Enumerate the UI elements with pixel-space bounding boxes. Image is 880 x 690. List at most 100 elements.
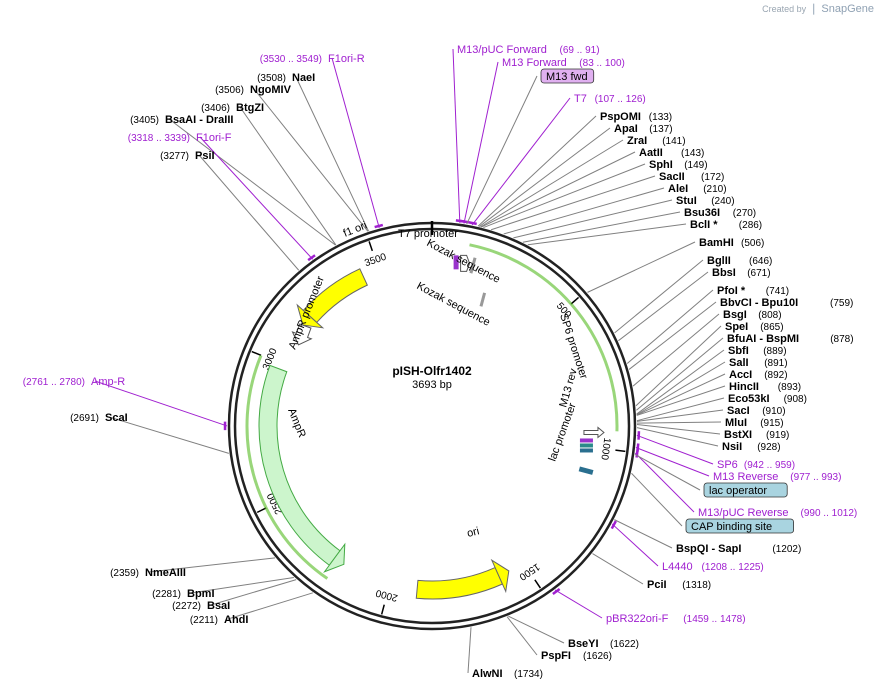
label-connector xyxy=(481,151,636,228)
primer-label[interactable]: pBR322ori-F(1459 .. 1478) xyxy=(606,613,746,625)
site-name: M13 Forward xyxy=(502,57,567,69)
primer-label[interactable]: L4440(1208 .. 1225) xyxy=(662,561,764,573)
primer-label[interactable]: F1ori-R(3530 .. 3549) xyxy=(260,53,365,65)
enzyme-label[interactable]: BglII(646) xyxy=(707,255,772,267)
enzyme-label[interactable]: NaeI(3508) xyxy=(257,72,315,84)
label-connector xyxy=(635,447,710,477)
site-name: BsaI xyxy=(207,600,230,612)
site-position: (3506) xyxy=(215,85,244,96)
site-name: SbfI xyxy=(728,345,749,357)
enzyme-label[interactable]: SpeI(865) xyxy=(725,321,784,333)
site-name: AatII xyxy=(639,147,663,159)
label-connector xyxy=(148,557,276,573)
enzyme-label[interactable]: BclI *(286) xyxy=(690,219,762,231)
site-name: BbsI xyxy=(712,267,736,279)
site-name: F1ori-R xyxy=(328,53,365,65)
primer-label[interactable]: M13 Forward (83 .. 100) xyxy=(502,57,625,69)
label-connector xyxy=(636,349,725,415)
enzyme-label[interactable]: SalI(891) xyxy=(729,357,788,369)
snapgene-name: SnapGene xyxy=(821,2,874,15)
label-connector xyxy=(522,211,681,243)
enzyme-label[interactable]: SacII(172) xyxy=(659,171,724,183)
enzyme-label[interactable]: NmeAIII(2359) xyxy=(110,567,186,579)
site-position: (2272) xyxy=(172,601,201,612)
site-name: pBR322ori-F xyxy=(606,613,669,625)
enzyme-label[interactable]: SphI(149) xyxy=(649,159,708,171)
enzyme-label[interactable]: MluI(915) xyxy=(725,417,784,429)
enzyme-label[interactable]: NsiI(928) xyxy=(722,441,781,453)
enzyme-label[interactable]: HincII(893) xyxy=(729,381,801,393)
enzyme-label[interactable]: SbfI(889) xyxy=(728,345,787,357)
enzyme-label[interactable]: BsaI (2272) xyxy=(172,600,230,612)
site-name: BtgZI xyxy=(236,102,264,114)
enzyme-label[interactable]: AlwNI(1734) xyxy=(472,668,543,680)
feature-box-label[interactable]: CAP binding site xyxy=(685,518,794,534)
enzyme-label[interactable]: AccI(892) xyxy=(729,369,788,381)
site-name: T7 xyxy=(574,93,587,105)
enzyme-label[interactable]: BsaAI - DraIII(3405) xyxy=(130,114,233,126)
feature-box-text: CAP binding site xyxy=(691,521,772,533)
site-position: (172) xyxy=(701,172,724,183)
site-name: M13/pUC Reverse xyxy=(698,507,788,519)
label-connector xyxy=(631,472,683,527)
enzyme-label[interactable]: ScaI(2691) xyxy=(70,412,128,424)
primer-label[interactable]: F1ori-F(3318 .. 3339) xyxy=(128,132,232,144)
lac-promoter-block xyxy=(578,466,594,475)
ori-arrowhead xyxy=(490,558,510,594)
site-name: MluI xyxy=(725,417,747,429)
label-connector xyxy=(634,452,695,513)
enzyme-label[interactable]: PspFI(1626) xyxy=(541,650,612,662)
enzyme-label[interactable]: PspOMI(133) xyxy=(600,111,672,123)
enzyme-label[interactable]: PfoI *(741) xyxy=(717,285,789,297)
created-by-label: Created by xyxy=(762,3,807,14)
enzyme-label[interactable]: BsgI(808) xyxy=(723,309,782,321)
enzyme-label[interactable]: AleI(210) xyxy=(668,183,727,195)
enzyme-label[interactable]: BseYI(1622) xyxy=(568,638,639,650)
enzyme-label[interactable]: BpmI(2281) xyxy=(152,588,214,600)
enzyme-label[interactable]: NgoMIV(3506) xyxy=(215,84,292,96)
primer-label[interactable]: Amp-R(2761 .. 2780) xyxy=(23,376,126,388)
primer-label[interactable]: T7(107 .. 126) xyxy=(574,93,646,105)
feature-box-label[interactable]: lac operator xyxy=(703,482,788,498)
enzyme-label[interactable]: PciI(1318) xyxy=(647,579,711,591)
tick-label: 1500 xyxy=(517,561,542,583)
enzyme-label[interactable]: Bsu36I(270) xyxy=(684,207,756,219)
primer-label[interactable]: M13/pUC Reverse(990 .. 1012) xyxy=(698,507,857,519)
enzyme-label[interactable]: AatII(143) xyxy=(639,147,704,159)
tick-label: 1000 xyxy=(598,437,612,461)
map-center: pISH-Olfr1402 3693 bp xyxy=(392,364,472,391)
primer-site-mark xyxy=(307,254,316,262)
label-connector xyxy=(527,223,687,246)
primer-label[interactable]: M13 Reverse(977 .. 993) xyxy=(713,471,841,483)
enzyme-label[interactable]: BfuAI - BspMI(878) xyxy=(727,333,854,345)
enzyme-label[interactable]: StuI(240) xyxy=(676,195,735,207)
label-connector xyxy=(108,416,229,454)
primer-label[interactable]: SP6(942 .. 959) xyxy=(717,459,795,471)
tick-mark xyxy=(534,579,542,589)
feature-box-label[interactable]: M13 fwd xyxy=(540,68,595,84)
enzyme-label[interactable]: BspQI - SapI(1202) xyxy=(676,543,801,555)
enzyme-label[interactable]: Eco53kI(908) xyxy=(728,393,807,405)
site-position: (83 .. 100) xyxy=(579,58,625,69)
site-name: M13 Reverse xyxy=(713,471,778,483)
label-connector xyxy=(253,88,369,232)
label-connector xyxy=(480,139,624,228)
enzyme-label[interactable]: ApaI(137) xyxy=(614,123,673,135)
site-position: (891) xyxy=(764,358,787,369)
enzyme-label[interactable]: BstXI(919) xyxy=(724,429,789,441)
site-name: AleI xyxy=(668,183,688,195)
enzyme-label[interactable]: ZraI(141) xyxy=(627,135,686,147)
label-connector xyxy=(611,523,659,567)
enzyme-label[interactable]: BamHI(506) xyxy=(699,237,764,249)
enzyme-label[interactable]: AhdI(2211) xyxy=(190,614,249,626)
enzyme-label[interactable]: SacI(910) xyxy=(727,405,786,417)
site-labels: PspOMI(133)ApaI(137)ZraI(141)AatII(143)S… xyxy=(23,44,857,680)
enzyme-label[interactable]: BbvCI - Bpu10I(759) xyxy=(720,297,853,309)
label-connector xyxy=(227,592,314,620)
enzyme-label[interactable]: PsiI(3277) xyxy=(160,150,214,162)
site-position: (2359) xyxy=(110,568,139,579)
primer-label[interactable]: M13/pUC Forward(69 .. 91) xyxy=(457,44,600,56)
enzyme-label[interactable]: BtgZI(3406) xyxy=(201,102,264,114)
enzyme-label[interactable]: BbsI(671) xyxy=(712,267,771,279)
site-name: NsiI xyxy=(722,441,742,453)
